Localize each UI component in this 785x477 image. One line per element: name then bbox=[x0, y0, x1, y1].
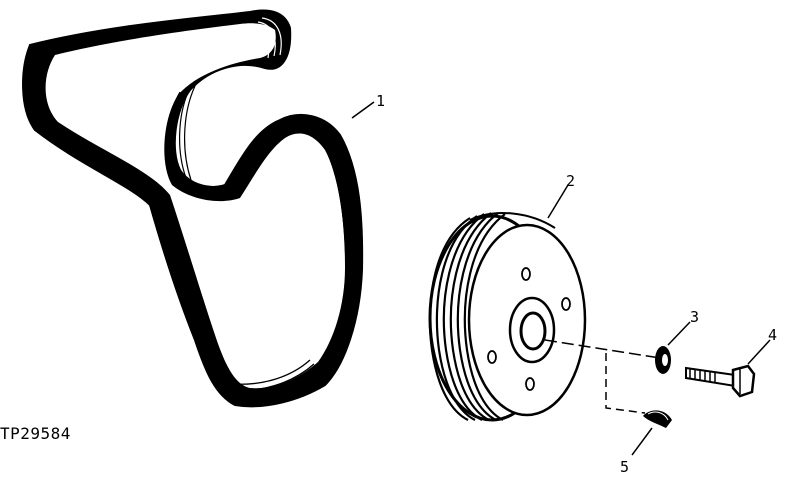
pulley-bore bbox=[519, 311, 547, 351]
leader-lines bbox=[351, 101, 771, 456]
callout-5: 5 bbox=[620, 458, 629, 476]
leader-4 bbox=[747, 339, 771, 365]
pulley-bolt-holes bbox=[487, 267, 571, 391]
belt-rib bbox=[261, 17, 282, 56]
belt-mid-ribs bbox=[169, 85, 196, 181]
belt-rib bbox=[179, 87, 191, 179]
assembly-centerline bbox=[544, 339, 661, 359]
leader-3 bbox=[667, 321, 691, 346]
key-face bbox=[647, 411, 669, 421]
belt-rib bbox=[311, 121, 353, 383]
bolt-hole bbox=[521, 267, 531, 281]
pulley-groove bbox=[428, 217, 471, 421]
key-body bbox=[643, 410, 672, 428]
callout-1: 1 bbox=[376, 92, 385, 110]
belt-rib bbox=[253, 25, 270, 59]
belt-rib bbox=[169, 91, 181, 176]
pulley-groove bbox=[449, 212, 492, 421]
leader-1 bbox=[351, 101, 375, 119]
belt-rib bbox=[184, 85, 196, 181]
belt-rib bbox=[257, 21, 276, 57]
bolt-hole bbox=[561, 297, 571, 311]
cap-screw bbox=[685, 364, 756, 398]
bolt-head bbox=[731, 364, 756, 398]
leader-5 bbox=[631, 427, 653, 456]
pulley-groove bbox=[463, 213, 506, 421]
key-guide-line bbox=[605, 353, 646, 414]
pulley-flange bbox=[469, 212, 556, 229]
pulley-groove bbox=[456, 212, 499, 421]
washer bbox=[655, 346, 671, 374]
belt-rib bbox=[174, 89, 186, 177]
serpentine-belt bbox=[22, 9, 364, 408]
leader-2 bbox=[547, 184, 569, 219]
belt-top-ribs bbox=[253, 17, 282, 59]
belt-ribs bbox=[231, 119, 358, 397]
belt-rib bbox=[239, 367, 319, 397]
woodruff-key bbox=[643, 410, 672, 428]
callout-2: 2 bbox=[566, 172, 575, 190]
washer-hole bbox=[662, 354, 668, 366]
callout-4: 4 bbox=[768, 326, 777, 344]
bolt-hole bbox=[487, 350, 497, 364]
belt-rib bbox=[231, 359, 311, 385]
crankshaft-pulley bbox=[428, 212, 661, 422]
pulley-groove bbox=[442, 213, 485, 421]
bolt-threads bbox=[689, 368, 716, 383]
callout-3: 3 bbox=[690, 308, 699, 326]
belt-inner-opening bbox=[45, 23, 345, 389]
pulley-grooves bbox=[428, 212, 506, 421]
pulley-groove bbox=[435, 215, 478, 421]
figure-id: TP29584 bbox=[0, 424, 71, 443]
belt-rib bbox=[305, 124, 347, 379]
belt-rib bbox=[317, 119, 358, 386]
belt-rib bbox=[235, 363, 315, 391]
bolt-hole bbox=[525, 377, 535, 391]
